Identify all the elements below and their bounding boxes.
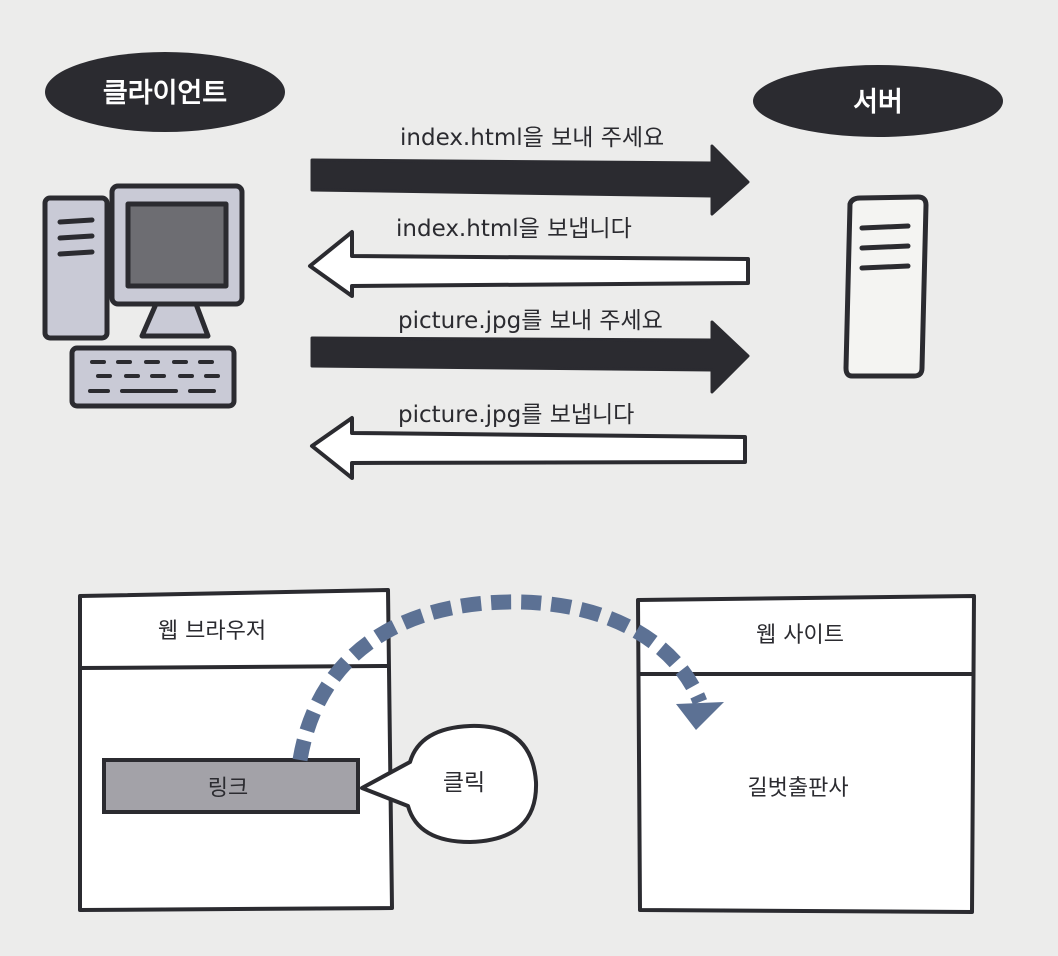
- click-label: 클릭: [443, 770, 485, 796]
- message-label-2: index.html을 보냅니다: [396, 216, 632, 242]
- client-label: 클라이언트: [103, 78, 227, 109]
- monitor-screen: [125, 201, 229, 289]
- message-label-4: picture.jpg를 보냅니다: [398, 402, 634, 428]
- navigation-arrowhead: [676, 702, 724, 730]
- browser-title: 웹 브라우저: [158, 619, 266, 644]
- link-label: 링크: [208, 776, 248, 801]
- navigation-arrow: [292, 594, 724, 762]
- server-icon: [843, 194, 929, 379]
- link-button[interactable]: [102, 758, 360, 814]
- message-label-3: picture.jpg를 보내 주세요: [398, 308, 663, 334]
- server-label: 서버: [853, 87, 903, 118]
- message-label-1: index.html을 보내 주세요: [400, 125, 664, 151]
- response-arrow-2: [310, 416, 747, 480]
- request-arrow-2: [310, 320, 750, 394]
- computer-tower-icon: [42, 195, 110, 341]
- website-content: 길벗출판사: [747, 776, 848, 801]
- click-bubble: 클릭: [360, 723, 539, 844]
- response-arrow-1: [308, 230, 750, 298]
- computer-icon: [42, 183, 245, 409]
- server-label-badge: 서버: [753, 65, 1003, 137]
- browser-window: 웹 브라우저 링크: [78, 588, 394, 912]
- client-label-badge: 클라이언트: [45, 52, 285, 132]
- website-title: 웹 사이트: [756, 623, 844, 648]
- request-arrow-1: [310, 144, 750, 216]
- website-window: 웹 사이트 길벗출판사: [636, 594, 976, 914]
